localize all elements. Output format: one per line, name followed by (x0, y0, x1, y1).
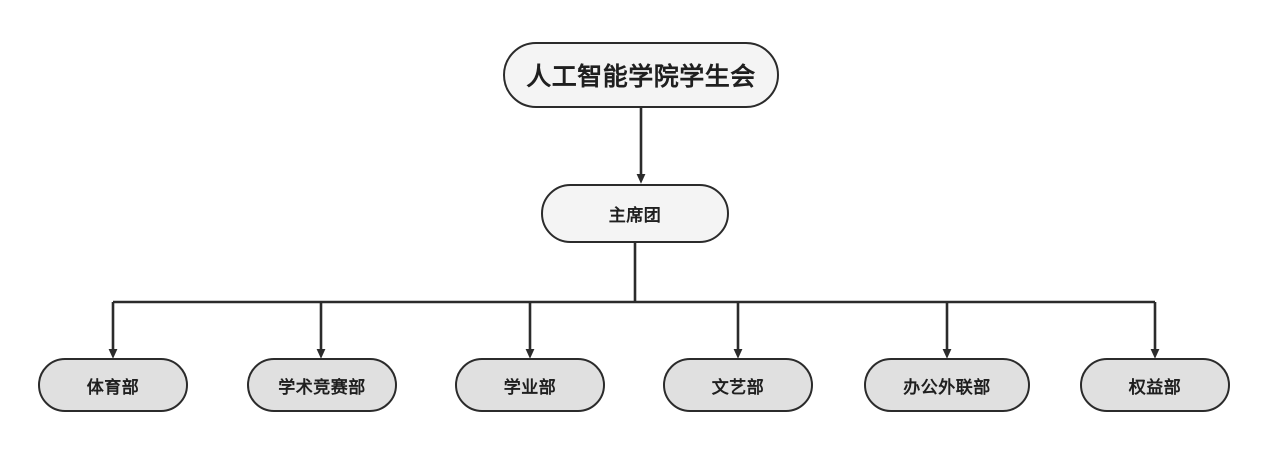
node-department-label: 办公外联部 (903, 377, 991, 397)
node-presidium[interactable]: 主席团 (541, 184, 729, 243)
node-department-sports[interactable]: 体育部 (38, 358, 188, 412)
node-department-arts[interactable]: 文艺部 (663, 358, 813, 412)
node-department-studies[interactable]: 学业部 (455, 358, 605, 412)
node-department-label: 学术竞赛部 (278, 377, 366, 397)
node-department-office[interactable]: 办公外联部 (864, 358, 1030, 412)
node-root-label: 人工智能学院学生会 (526, 63, 756, 91)
node-department-academic[interactable]: 学术竞赛部 (247, 358, 397, 412)
node-department-label: 文艺部 (711, 377, 765, 397)
node-department-label: 体育部 (86, 377, 140, 397)
node-department-rights[interactable]: 权益部 (1080, 358, 1230, 412)
node-department-label: 学业部 (503, 377, 557, 397)
node-presidium-label: 主席团 (608, 206, 662, 225)
node-root-student-union[interactable]: 人工智能学院学生会 (503, 42, 779, 108)
node-department-label: 权益部 (1128, 377, 1182, 397)
edge-presidium-bus (113, 243, 1155, 304)
